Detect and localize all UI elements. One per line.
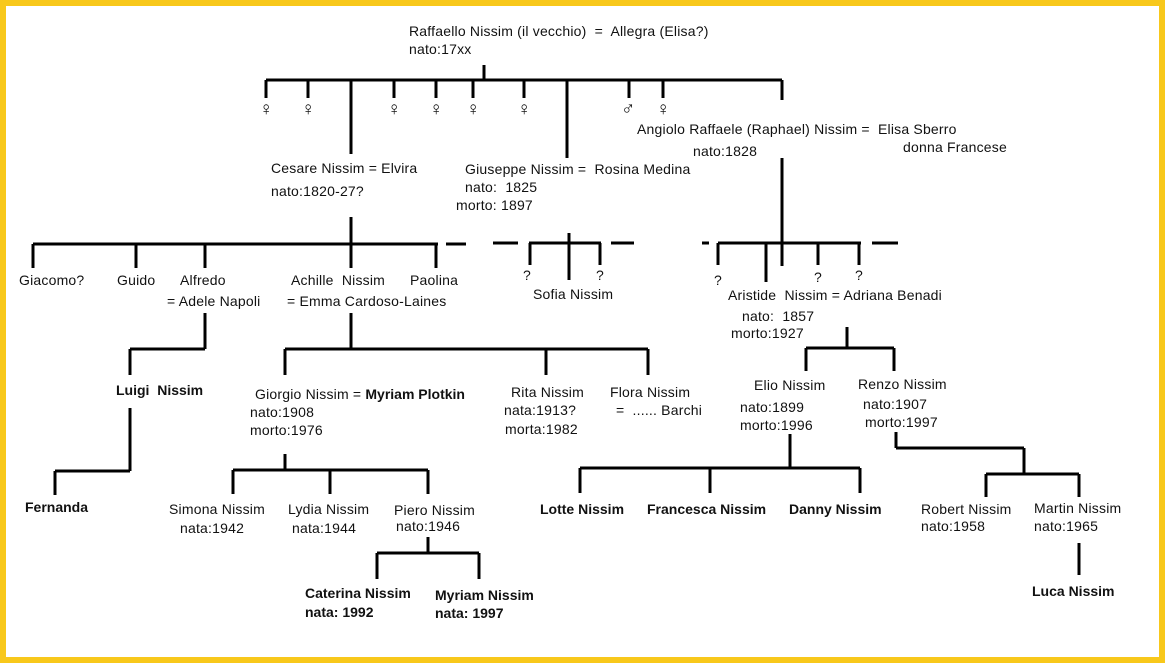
person-lydia-name: Lydia Nissim — [288, 501, 370, 517]
root-birth: nato:17xx — [409, 41, 472, 57]
person-myriam-birth: nata: 1997 — [435, 605, 504, 621]
person-rita-name: Rita Nissim — [511, 384, 584, 400]
person-lotte-name: Lotte Nissim — [540, 501, 625, 517]
person-giuseppe-name: Giuseppe Nissim = Rosina Medina — [465, 161, 691, 177]
person-alfredo-name: Alfredo — [180, 272, 226, 288]
person-aristide-birth: nato: 1857 — [742, 308, 815, 324]
unknown-child-marker: ? — [596, 267, 604, 283]
person-piero-name: Piero Nissim — [394, 502, 475, 518]
female-symbol-icon: ♀ — [466, 99, 481, 120]
person-elisa-note: donna Francese — [903, 139, 1007, 155]
unknown-child-marker: ? — [523, 267, 531, 283]
person-paolina-name: Paolina — [410, 272, 459, 288]
person-caterina-birth: nata: 1992 — [305, 604, 374, 620]
root-couple-name: Raffaello Nissim (il vecchio) = Allegra … — [409, 23, 709, 39]
person-giuseppe-birth: nato: 1825 — [465, 179, 538, 195]
person-danny-name: Danny Nissim — [789, 501, 882, 517]
person-cesare-birth: nato:1820-27? — [271, 183, 364, 199]
person-achille-spouse: = Emma Cardoso-Laines — [287, 293, 447, 309]
person-piero-birth: nato:1946 — [396, 518, 461, 534]
person-giorgio-birth: nato:1908 — [250, 404, 315, 420]
female-symbol-icon: ♀ — [517, 99, 532, 120]
person-angiolo-birth: nato:1828 — [693, 143, 758, 159]
person-alfredo-spouse: = Adele Napoli — [167, 293, 261, 309]
person-giorgio-name: Giorgio Nissim = Myriam Plotkin — [255, 386, 465, 403]
person-achille-name: Achille Nissim — [291, 272, 386, 288]
person-luca-name: Luca Nissim — [1032, 583, 1115, 599]
person-renzo-name: Renzo Nissim — [858, 376, 947, 392]
male-symbol-icon: ♂ — [621, 99, 636, 120]
person-simona-birth: nata:1942 — [180, 520, 245, 536]
person-caterina-name: Caterina Nissim — [305, 585, 411, 601]
person-cesare-name: Cesare Nissim = Elvira — [271, 160, 418, 176]
unknown-child-marker: ? — [855, 267, 863, 283]
person-elio-death: morto:1996 — [740, 417, 813, 433]
person-fernanda-name: Fernanda — [25, 499, 89, 515]
unknown-child-marker: ? — [814, 269, 822, 285]
person-rita-death: morta:1982 — [505, 421, 578, 437]
female-symbol-icon: ♀ — [387, 99, 402, 120]
person-flora-spouse: = ...... Barchi — [616, 402, 703, 418]
person-robert-name: Robert Nissim — [921, 501, 1012, 517]
person-giorgio-death: morto:1976 — [250, 422, 323, 438]
person-aristide-name: Aristide Nissim = Adriana Benadi — [728, 287, 942, 303]
person-martin-name: Martin Nissim — [1034, 500, 1122, 516]
person-lydia-birth: nata:1944 — [292, 520, 357, 536]
person-francesca-name: Francesca Nissim — [647, 501, 767, 517]
person-flora-name: Flora Nissim — [610, 384, 691, 400]
person-angiolo-name: Angiolo Raffaele (Raphael) Nissim = Elis… — [637, 121, 957, 137]
person-renzo-death: morto:1997 — [865, 414, 938, 430]
female-symbol-icon: ♀ — [301, 99, 316, 120]
unknown-child-marker: ? — [714, 272, 722, 288]
person-giuseppe-death: morto: 1897 — [456, 197, 533, 213]
giorgio-spouse: Myriam Plotkin — [365, 386, 465, 402]
person-sofia-name: Sofia Nissim — [533, 286, 614, 302]
female-symbol-icon: ♀ — [656, 99, 671, 120]
person-elio-birth: nato:1899 — [740, 399, 805, 415]
person-myriam-name: Myriam Nissim — [435, 587, 534, 603]
giorgio-label: Giorgio Nissim = — [255, 386, 366, 402]
person-guido-name: Guido — [117, 272, 156, 288]
person-luigi-name: Luigi Nissim — [116, 382, 204, 398]
person-elio-name: Elio Nissim — [754, 377, 826, 393]
person-rita-birth: nata:1913? — [504, 402, 577, 418]
person-aristide-death: morto:1927 — [731, 325, 804, 341]
female-symbol-icon: ♀ — [429, 99, 444, 120]
person-martin-birth: nato:1965 — [1034, 518, 1099, 534]
person-renzo-birth: nato:1907 — [863, 396, 928, 412]
person-simona-name: Simona Nissim — [169, 501, 265, 517]
person-giacomo-name: Giacomo? — [19, 272, 85, 288]
female-symbol-icon: ♀ — [259, 99, 274, 120]
person-robert-birth: nato:1958 — [921, 518, 986, 534]
